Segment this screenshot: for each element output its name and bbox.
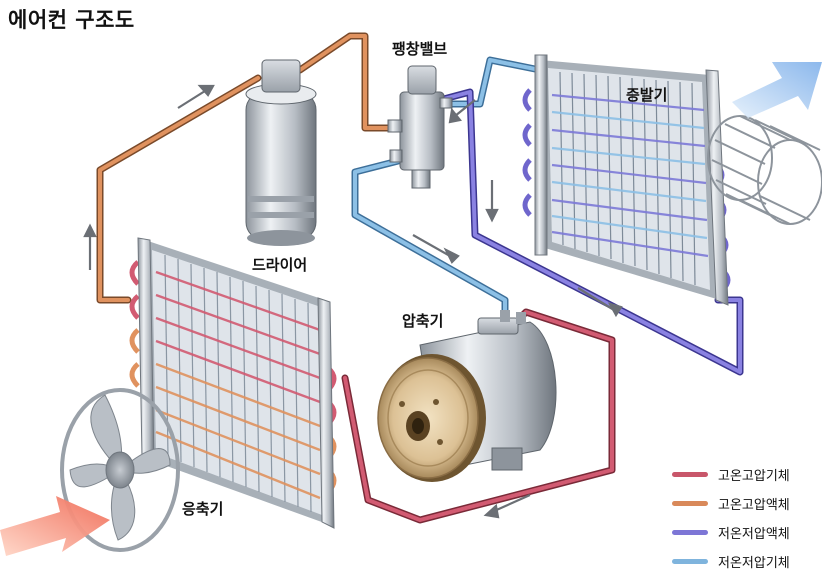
legend-label: 저온저압액체 bbox=[718, 527, 790, 542]
condenser-label: 응축기 bbox=[182, 500, 224, 518]
legend-swatch bbox=[672, 559, 708, 564]
expansion-valve-label: 팽창밸브 bbox=[392, 40, 448, 58]
legend-item: 고온고압액체 bbox=[672, 489, 820, 518]
cold-air-arrow bbox=[732, 62, 822, 118]
dryer-label: 드라이어 bbox=[252, 256, 308, 274]
compressor-label: 압축기 bbox=[402, 312, 444, 330]
legend-swatch bbox=[672, 472, 708, 477]
evaporator-label: 증발기 bbox=[626, 86, 668, 104]
legend-swatch bbox=[672, 501, 708, 506]
flow-arrows bbox=[83, 84, 623, 519]
page-title: 에어컨 구조도 bbox=[8, 8, 135, 32]
legend-label: 고온고압기체 bbox=[718, 469, 790, 484]
condenser-fan bbox=[60, 388, 180, 552]
evaporator-blower bbox=[707, 115, 822, 225]
legend-label: 고온고압액체 bbox=[718, 498, 790, 513]
condenser-unit bbox=[129, 237, 337, 529]
expansion-valve bbox=[387, 65, 453, 189]
legend-item: 저온저압기체 bbox=[672, 547, 820, 576]
evaporator-unit bbox=[522, 54, 731, 306]
warm-air-arrow bbox=[0, 496, 110, 556]
legend-item: 저온저압액체 bbox=[672, 518, 820, 547]
compressor-unit bbox=[377, 310, 557, 482]
legend-item: 고온고압기체 bbox=[672, 460, 820, 489]
legend: 고온고압기체 고온고압액체 저온저압액체 저온저압기체 bbox=[672, 460, 820, 576]
legend-label: 저온저압기체 bbox=[718, 556, 790, 571]
dryer-unit bbox=[245, 59, 317, 246]
legend-swatch bbox=[672, 530, 708, 535]
